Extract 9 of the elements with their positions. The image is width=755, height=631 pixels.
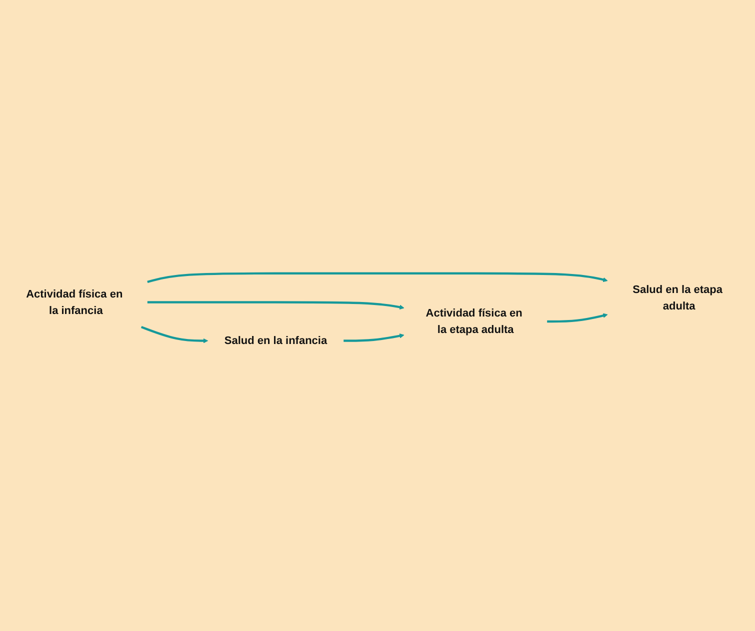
arrow bbox=[147, 272, 608, 284]
node-text: Salud en la etapa adulta bbox=[632, 284, 722, 313]
arrow bbox=[140, 326, 208, 344]
arrow bbox=[147, 301, 404, 310]
node-text: Actividad física en la etapa adulta bbox=[426, 307, 522, 336]
arrow bbox=[547, 313, 608, 323]
arrow bbox=[344, 334, 404, 342]
node-text: Actividad física en la infancia bbox=[26, 288, 123, 317]
node-text: Salud en la infancia bbox=[224, 334, 328, 347]
